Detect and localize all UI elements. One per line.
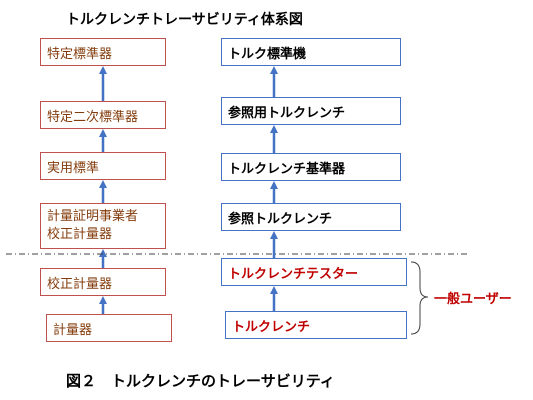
right-box-torque-wrench-standard: トルクレンチ基準器 [221, 153, 401, 181]
right-box-reference-torque-wrench-for-use: 参照用トルクレンチ [221, 97, 401, 125]
left-box-specified-standard: 特定標準器 [40, 38, 166, 66]
left-box-measuring-instrument: 計量器 [46, 314, 172, 342]
right-box-label: トルクレンチテスター [228, 266, 359, 282]
right-box-torque-wrench-tester: トルクレンチテスター [221, 258, 407, 286]
right-box-label: トルクレンチ基準器 [228, 161, 346, 177]
left-box-label-line2: 校正計量器 [47, 227, 113, 242]
left-box-certified-calibration-instrument: 計量証明事業者 校正計量器 [40, 203, 166, 249]
user-bracket [410, 261, 429, 335]
right-box-torque-standard-machine: トルク標準機 [221, 38, 401, 66]
diagram-title: トルクレンチトレーサビリティ体系図 [66, 12, 303, 28]
left-box-calibration-instrument: 校正計量器 [40, 268, 166, 296]
left-box-label: 実用標準 [47, 160, 100, 176]
figure-caption: 図２ トルクレンチのトレーサビリティ [66, 372, 335, 390]
left-box-working-standard: 実用標準 [40, 152, 166, 180]
right-box-label: トルク標準機 [228, 46, 307, 62]
right-box-label: 参照用トルクレンチ [228, 105, 346, 121]
left-box-label: 特定標準器 [47, 46, 113, 62]
right-box-torque-wrench: トルクレンチ [225, 311, 407, 339]
right-box-label: 参照トルクレンチ [228, 211, 333, 227]
left-box-label: 校正計量器 [47, 276, 113, 292]
general-user-label: 一般ユーザー [434, 292, 512, 307]
left-box-label: 計量器 [53, 322, 93, 338]
left-box-label: 特定二次標準器 [47, 109, 139, 125]
left-box-specified-secondary-standard: 特定二次標準器 [40, 101, 166, 129]
right-box-label: トルクレンチ [232, 319, 311, 335]
left-box-label-line1: 計量証明事業者 [47, 209, 139, 224]
right-box-reference-torque-wrench: 参照トルクレンチ [221, 203, 401, 231]
